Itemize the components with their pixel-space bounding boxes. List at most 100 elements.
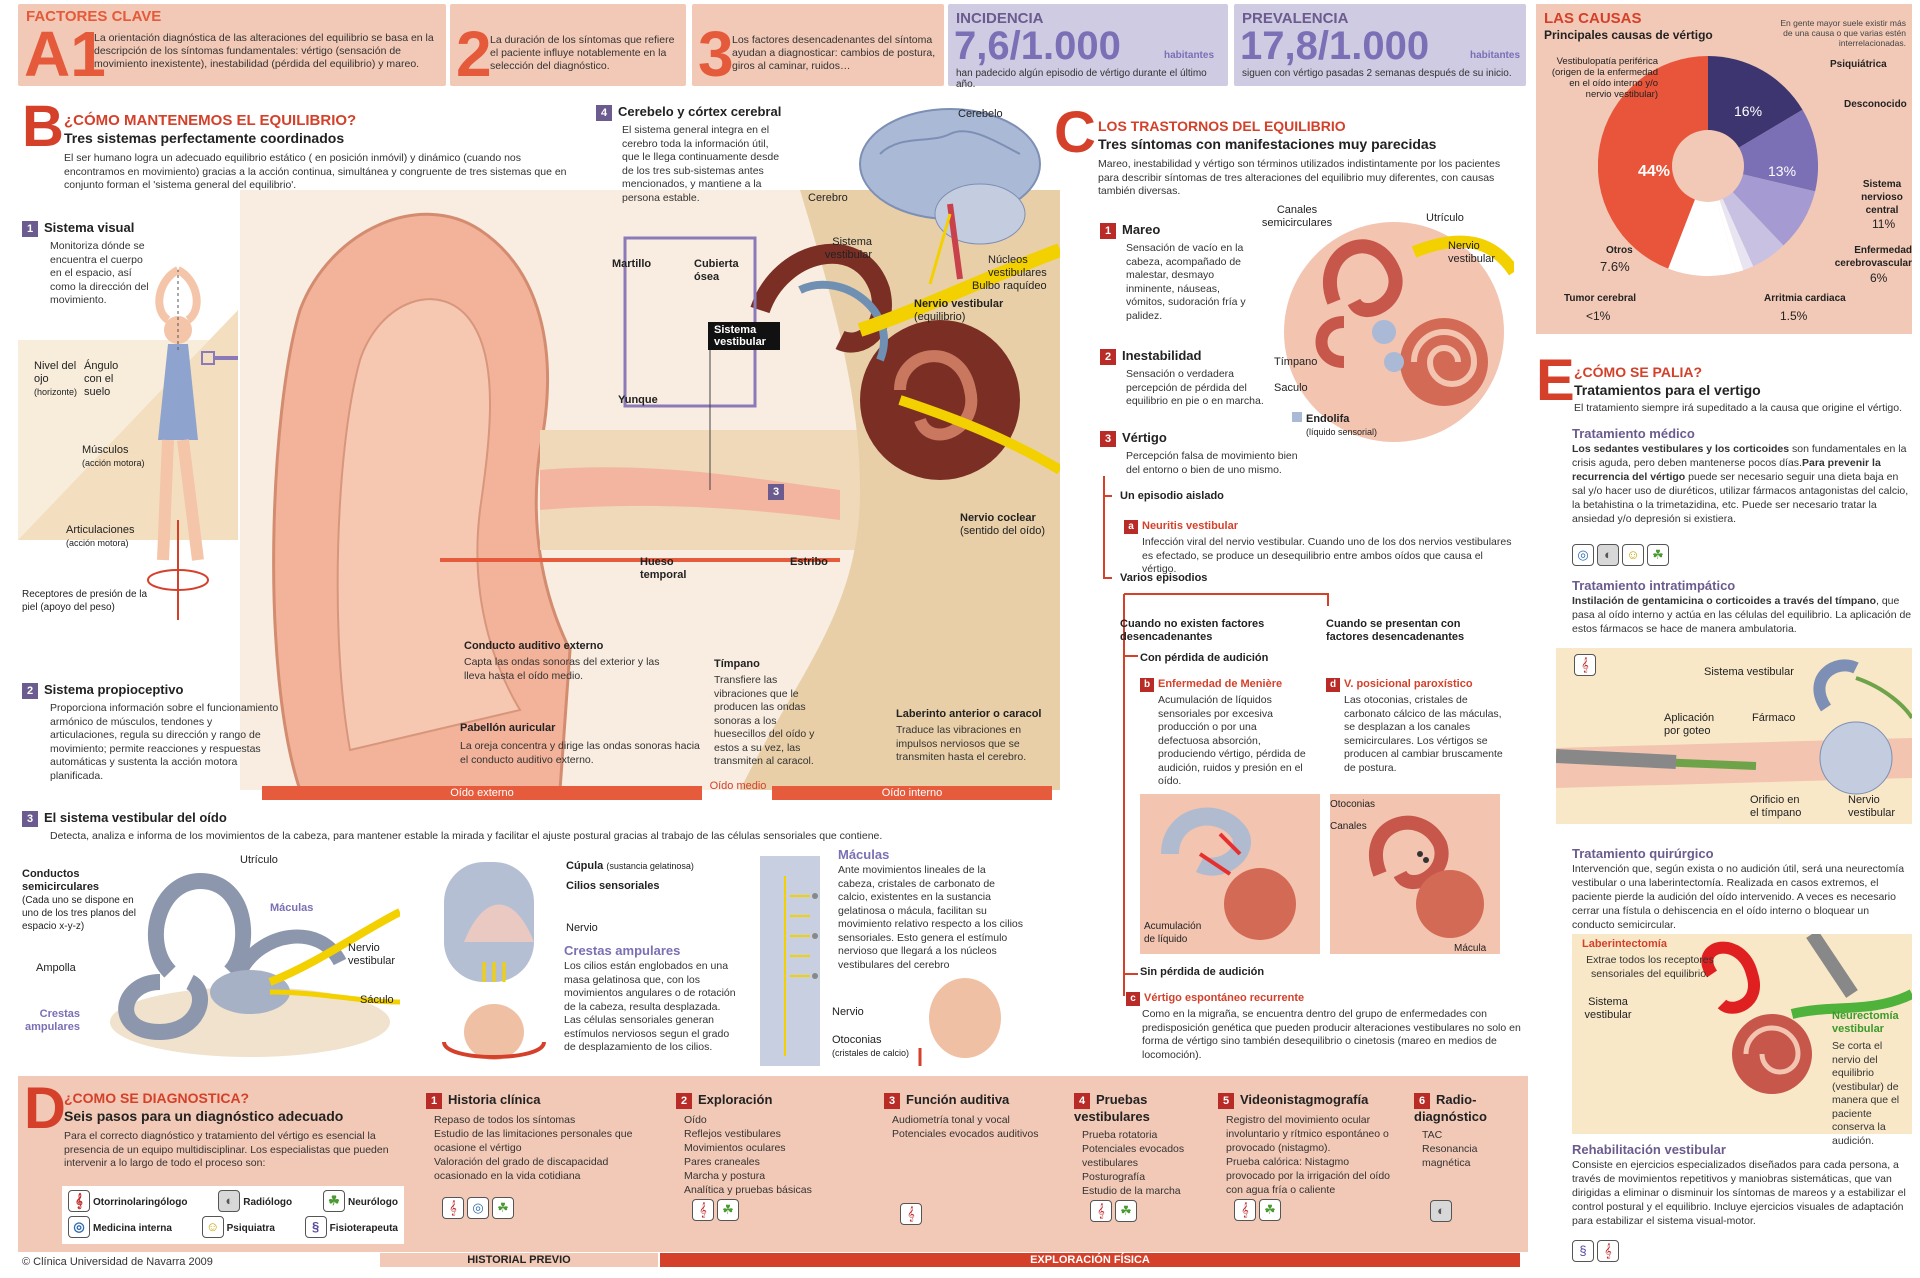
val-otros: 7.6% [1600, 259, 1630, 274]
d-title: ¿COMO SE DIAGNOSTICA? [64, 1090, 250, 1106]
causas-pie: 44% 16% 13% [1598, 56, 1818, 276]
e-intro: El tratamiento siempre irá supeditado a … [1574, 402, 1903, 414]
head-profile [918, 978, 1001, 1066]
n3-label: 3 [698, 18, 734, 90]
brain-icon: ☘ [322, 1190, 345, 1212]
brain-illustration [859, 108, 1041, 285]
lbl-laberinto: Laberinto anterior o caracol [896, 708, 1042, 720]
m-title: Máculas [838, 847, 890, 862]
c-no-existen: Cuando no existen factores desencadenant… [1120, 618, 1265, 643]
legend-oto: 𝄞Otorrinolaringólogo [68, 1190, 187, 1212]
lbl-pabellon: Pabellón auricular [460, 722, 556, 734]
exploracion-band: EXPLORACIÓN FÍSICA [660, 1253, 1520, 1267]
causas-title: LAS CAUSAS [1544, 10, 1642, 27]
pie-label-desconocido: 13% [1768, 163, 1796, 179]
b-subtitle: Tres sistemas perfectamente coordinados [64, 130, 345, 146]
lbl-cubierta: Cubierta ósea [694, 258, 739, 283]
s2-text: Proporciona información sobre el funcion… [50, 702, 279, 782]
lbl-timpano: Tímpano [714, 658, 760, 670]
ear-icon: 𝄞 [1574, 654, 1596, 676]
lbl-cerebro: Enfermedad cerebrovascular [1834, 245, 1912, 269]
c-title: LOS TRASTORNOS DEL EQUILIBRIO [1098, 118, 1346, 134]
v-conductos: Conductos semicirculares(Cada uno se dis… [22, 868, 136, 932]
pie-slice-otros [1668, 166, 1737, 276]
e-lbl-aplicacion: Aplicación por goteo [1664, 712, 1715, 737]
sistema-vestibular-tag: Sistema vestibular [708, 322, 780, 350]
lbl-conducto: Conducto auditivo externo [464, 640, 604, 652]
n2-label: 2 [456, 18, 492, 90]
pie-label-periferica: 44% [1638, 163, 1670, 180]
legend-rad: ◐Radiólogo [218, 1190, 292, 1212]
ear-icon: 𝄞 [1234, 1199, 1256, 1221]
c-aislado: Un episodio aislado [1120, 490, 1224, 502]
txt-laberinto: Traduce las vibraciones en impulsos nerv… [896, 724, 1027, 763]
prevalencia-unit: habitantes [1470, 50, 1521, 61]
radiology-icon: ◐ [1430, 1200, 1452, 1222]
factor-3-box: 3 Los factores desencadenantes del sínto… [692, 4, 944, 86]
band-externo: Oído externo [262, 786, 702, 800]
band-medio: Oído medio [709, 780, 767, 792]
c-letter: C [1054, 100, 1096, 165]
n3-text: Los factores desencadenantes del síntoma… [732, 34, 936, 72]
ear-icon: 𝄞 [692, 1199, 714, 1221]
b-letter: B [22, 94, 64, 159]
m2-text: Sensación o verdadera percepción de pérd… [1126, 368, 1264, 407]
m1-text: Sensación de vacío en la cabeza, acompañ… [1126, 242, 1246, 322]
neur-title: Neurectomía vestibular [1832, 1010, 1899, 1035]
c-lbl-endolifa: Endolifa(líquido sensorial) [1292, 412, 1377, 439]
lbl-cerebelo: Cerebelo [958, 108, 1003, 120]
m-nervio: Nervio [832, 1006, 864, 1018]
lbl-sist-vest: Sistema vestibular [824, 236, 872, 261]
s1-text: Monitoriza dónde se encuentra el cuerpo … [50, 240, 149, 306]
s4-text: El sistema general integra en el cerebro… [622, 124, 780, 204]
dancer-figure [18, 266, 238, 620]
d-letter: D [24, 1076, 66, 1141]
d-intro: Para el correcto diagnóstico y tratamien… [64, 1130, 389, 1169]
medico-icons: ◎◐☺☘ [1572, 544, 1672, 566]
prevalencia-value: 17,8/1.000 [1240, 24, 1430, 68]
lbl-nucleos: Núcleos vestibulares [988, 254, 1047, 279]
factor-2-box: 2 La duración de los síntomas que refier… [450, 4, 686, 86]
v-ampolla: Ampolla [36, 962, 76, 974]
c-lbl-utriculo: Utrículo [1426, 212, 1464, 224]
e-lbl-farmaco: Fármaco [1752, 712, 1796, 724]
surgery-diagram [1572, 934, 1912, 1134]
brain-icon: ☘ [1647, 544, 1669, 566]
ear-icon-intra: 𝄞 [1574, 654, 1599, 676]
c-b-text: Acumulación de líquidos sensoriales por … [1158, 694, 1306, 787]
incidencia-text: han padecido algún episodio de vértigo d… [956, 68, 1207, 90]
medico-title: Tratamiento médico [1572, 426, 1695, 441]
c-c-text: Como en la migraña, se encuentra dentro … [1142, 1008, 1521, 1061]
specialist-legend: 𝄞Otorrinolaringólogo ◐Radiólogo ☘Neurólo… [62, 1186, 404, 1244]
m-text: Ante movimientos lineales de la cabeza, … [838, 864, 1023, 971]
e-lbl-sistema-vest2: Sistema vestibular [1584, 996, 1632, 1021]
psychiatry-icon: ☺ [201, 1216, 224, 1238]
incidencia-value: 7,6/1.000 [954, 24, 1121, 68]
lbl-arritmia: Arritmia cardiaca [1764, 293, 1846, 304]
brain-icon: ☘ [492, 1197, 514, 1219]
historial-band: HISTORIAL PREVIO [380, 1253, 658, 1267]
box3-tag: 3 [768, 484, 784, 500]
physio-icon: § [304, 1216, 327, 1238]
lbl-bulbo: Bulbo raquídeo [972, 280, 1047, 292]
lbl-yunque: Yunque [618, 394, 658, 406]
c-a-text: Infección viral del nervio vestibular. C… [1142, 536, 1512, 575]
lbl-psiquiatrica: Psiquiátrica [1830, 59, 1887, 70]
c-d-text: Las otoconias, cristales de carbonato cá… [1344, 694, 1503, 774]
c-sin-perdida: Sin pérdida de audición [1140, 966, 1265, 978]
pie-slice-psiquiatrica [1708, 56, 1803, 166]
m3-text: Percepción falsa de movimiento bien del … [1126, 450, 1298, 476]
s3-text: Detecta, analiza e informa de los movimi… [50, 830, 883, 842]
ear-illustration [240, 190, 1060, 790]
quir-text: Intervención que, según exista o no audi… [1572, 863, 1905, 931]
